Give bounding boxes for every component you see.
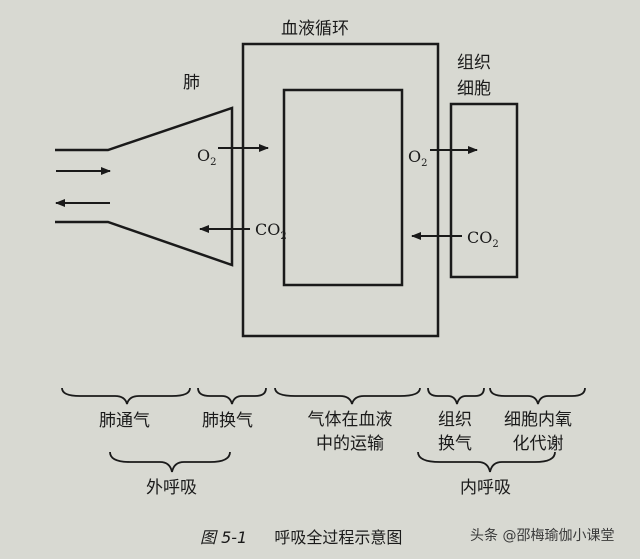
co2-lung-label: CO2 [255, 220, 287, 243]
group-internal-respiration: 内呼吸 [460, 478, 511, 498]
brace-pulmonary-exchange [197, 387, 267, 405]
figure-number: 图 5-1 [200, 528, 248, 547]
tissue-cells-label-line1: 组织 [457, 53, 491, 73]
figure-title: 呼吸全过程示意图 [274, 528, 403, 547]
circulation-outer-box [241, 42, 440, 338]
tissue-cells-label-line2: 细胞 [457, 79, 491, 99]
brace-internal-respiration [417, 451, 556, 473]
stage-tissue-exchange: 组织 换气 [438, 410, 472, 454]
brace-gas-transport [274, 387, 421, 405]
circulation-inner-box [282, 88, 404, 287]
o2-tissue-label: O2 [408, 147, 428, 170]
figure-caption: 图 5-1 呼吸全过程示意图 [200, 524, 402, 548]
stage-gas-transport: 气体在血液 中的运输 [307, 410, 393, 454]
co2-tissue-label: CO2 [467, 228, 499, 251]
brace-cell-metabolism [489, 387, 586, 405]
stage-pulmonary-exchange: 肺换气 [202, 411, 253, 431]
lung-funnel [55, 106, 234, 267]
blood-circulation-label: 血液循环 [281, 19, 349, 39]
lung-label: 肺 [183, 73, 200, 93]
tissue-cell-box [449, 102, 519, 279]
o2-lung-label: O2 [197, 146, 217, 169]
brace-external-respiration [109, 451, 231, 473]
brace-pulmonary-ventilation [61, 387, 191, 405]
stage-pulmonary-ventilation: 肺通气 [99, 411, 150, 431]
group-external-respiration: 外呼吸 [146, 478, 197, 498]
stage-cell-metabolism: 细胞内氧 化代谢 [504, 410, 572, 454]
brace-tissue-exchange [427, 387, 485, 405]
watermark: 头条 @邵梅瑜伽小课堂 [470, 528, 615, 544]
